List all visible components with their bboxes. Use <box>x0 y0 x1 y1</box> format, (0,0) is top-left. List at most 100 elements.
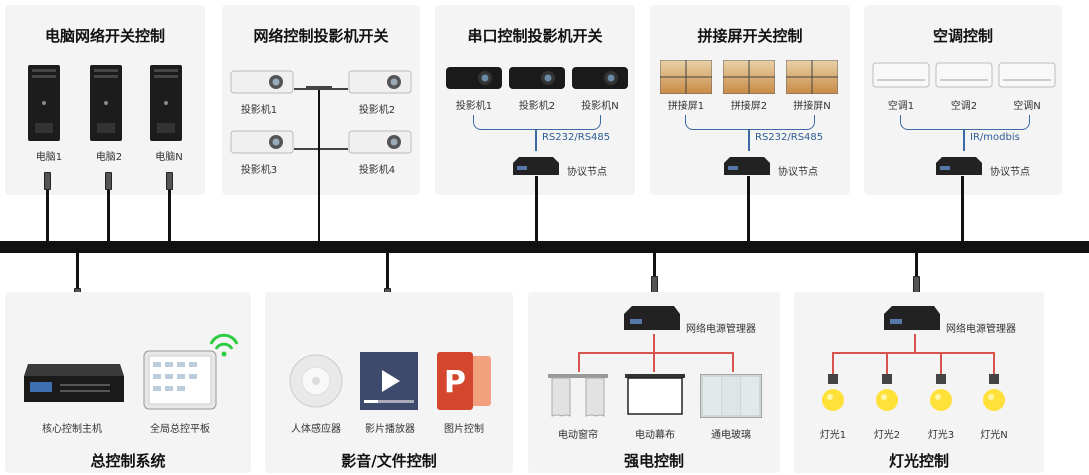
protocol-line <box>963 129 965 151</box>
bus-connector <box>747 176 750 242</box>
projector-icon <box>445 63 503 93</box>
manager-label: 网络电源管理器 <box>946 324 1016 335</box>
pc-tower-icon <box>89 63 123 143</box>
power-line <box>578 352 733 354</box>
video-wall-icon <box>786 60 838 94</box>
panel-splice-screen: 拼接屏开关控制 拼接屏1 拼接屏2 拼接屏N RS232/RS485 协议节点 <box>650 5 850 195</box>
bus-connector-cap <box>306 86 332 88</box>
panel-title: 空调控制 <box>932 27 993 45</box>
video-player-icon <box>360 352 418 410</box>
light-bulb-icon <box>929 374 953 418</box>
device-label: 投影机2 <box>518 101 556 112</box>
device-label: 投影机4 <box>358 165 396 176</box>
bus-connector <box>386 252 389 294</box>
power-line <box>886 352 888 376</box>
device-label: 投影机3 <box>240 165 278 176</box>
panel-network-projector: 网络控制投影机开关 投影机1 投影机2 投影机3 投影机4 <box>222 5 420 195</box>
bus-connector <box>168 178 171 242</box>
power-line <box>653 334 655 352</box>
panel-title: 串口控制投影机开关 <box>467 27 603 45</box>
network-plug-icon <box>44 172 51 190</box>
device-label: 拼接屏1 <box>667 101 705 112</box>
power-line <box>832 352 994 354</box>
device-label: 灯光2 <box>873 430 901 441</box>
bus-connector <box>107 178 110 242</box>
device-label: 拼接屏N <box>793 101 831 112</box>
device-label: 电动幕布 <box>635 430 675 441</box>
motion-sensor-icon <box>287 352 345 410</box>
network-bus <box>0 241 1089 253</box>
projector-icon <box>508 63 566 93</box>
power-line <box>940 352 942 376</box>
manager-label: 网络电源管理器 <box>686 324 756 335</box>
power-line <box>578 352 580 372</box>
node-label: 协议节点 <box>990 167 1030 178</box>
power-manager-icon <box>624 304 680 332</box>
curtain-icon <box>548 374 608 418</box>
panel-title: 灯光控制 <box>888 452 949 470</box>
device-label: 核心控制主机 <box>42 424 102 435</box>
bus-connector <box>46 178 49 242</box>
panel-serial-projector: 串口控制投影机开关 投影机1 投影机2 投影机N RS232/RS485 协议节… <box>435 5 635 195</box>
protocol-bracket <box>685 115 815 130</box>
node-label: 协议节点 <box>567 167 607 178</box>
bus-connector <box>76 252 79 294</box>
device-label: 全局总控平板 <box>150 424 210 435</box>
protocol-node-icon <box>936 153 982 177</box>
protocol-line <box>748 129 750 151</box>
device-label: 灯光3 <box>927 430 955 441</box>
protocol-line <box>535 129 537 151</box>
device-label: 拼接屏2 <box>730 101 768 112</box>
power-manager-icon <box>884 304 940 332</box>
device-label: 电脑1 <box>35 152 63 163</box>
protocol-label: RS232/RS485 <box>755 132 824 143</box>
panel-ac-control: 空调控制 空调1 空调2 空调N IR/modbis 协议节点 <box>864 5 1062 195</box>
device-label: 电动窗帘 <box>558 430 598 441</box>
network-plug-icon <box>105 172 112 190</box>
device-label: 投影机2 <box>358 105 396 116</box>
wire <box>294 88 348 90</box>
device-label: 空调N <box>1013 101 1041 112</box>
projector-icon <box>230 127 294 157</box>
device-label: 影片播放器 <box>365 424 415 435</box>
light-bulb-icon <box>821 374 845 418</box>
device-label: 人体感应器 <box>291 424 341 435</box>
air-conditioner-icon <box>998 61 1056 89</box>
projector-icon <box>348 127 412 157</box>
device-label: 投影机1 <box>240 105 278 116</box>
pc-tower-icon <box>149 63 183 143</box>
device-label: 电脑2 <box>95 152 123 163</box>
panel-title: 强电控制 <box>623 452 684 470</box>
air-conditioner-icon <box>935 61 993 89</box>
power-line <box>832 352 834 376</box>
panel-title: 电脑网络开关控制 <box>44 27 165 45</box>
light-bulb-icon <box>875 374 899 418</box>
power-line <box>653 352 655 372</box>
protocol-bracket <box>473 115 601 130</box>
device-label: 通电玻璃 <box>711 430 751 441</box>
bus-connector <box>961 176 964 242</box>
wire <box>294 148 348 150</box>
tablet-icon <box>143 350 217 410</box>
device-label: 投影机N <box>581 101 619 112</box>
projector-icon <box>230 67 294 97</box>
panel-media-control: P 人体感应器 影片播放器 图片控制 影音/文件控制 <box>265 292 513 473</box>
power-line <box>914 334 916 352</box>
network-plug-icon <box>166 172 173 190</box>
panel-title: 拼接屏开关控制 <box>697 27 803 45</box>
panel-title: 网络控制投影机开关 <box>253 27 389 45</box>
video-wall-icon <box>723 60 775 94</box>
control-host-icon <box>20 362 124 408</box>
panel-master-control: 核心控制主机 全局总控平板 总控制系统 <box>5 292 251 473</box>
protocol-bracket <box>900 115 1030 130</box>
device-label: 投影机1 <box>455 101 493 112</box>
bus-connector <box>318 90 320 242</box>
device-label: 电脑N <box>155 152 183 163</box>
panel-light-control: 网络电源管理器 灯光1 灯光2 灯光3 灯光N 灯光控制 <box>794 292 1044 473</box>
projector-icon <box>571 63 629 93</box>
projector-icon <box>348 67 412 97</box>
panel-title: 影音/文件控制 <box>341 452 437 470</box>
node-label: 协议节点 <box>778 167 818 178</box>
power-line <box>732 352 734 372</box>
ppt-icon: P <box>435 352 493 410</box>
